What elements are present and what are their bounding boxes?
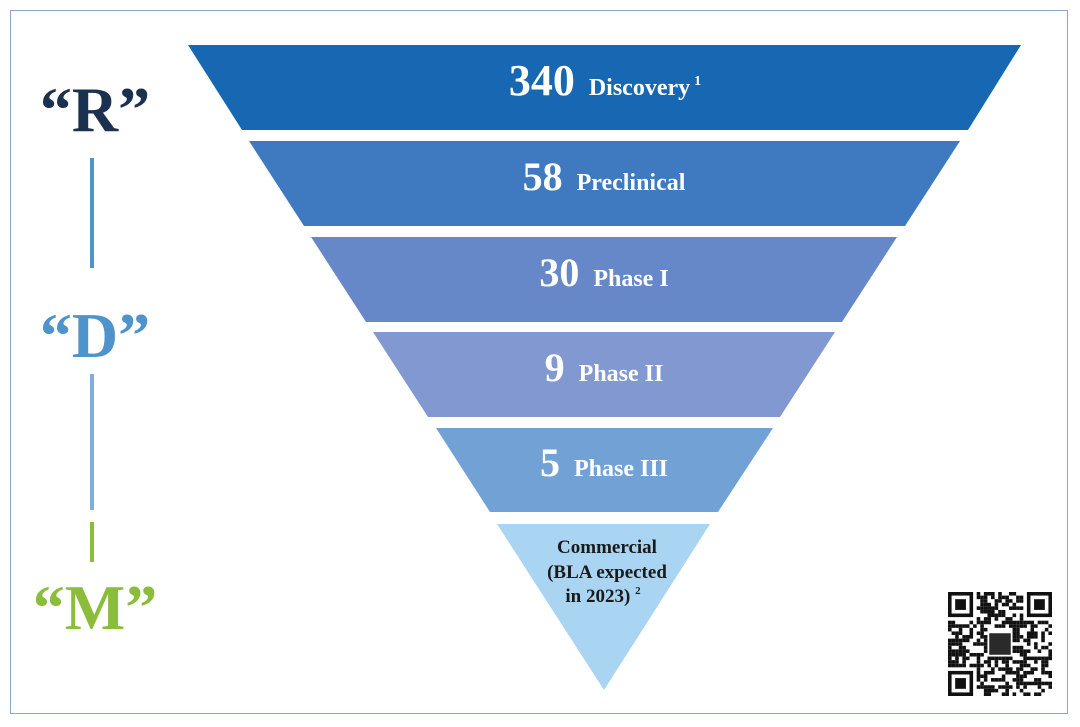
stage-label: Discovery [589,75,690,101]
stage-count: 9 [545,345,565,390]
funnel-stage-phase-3: 5 Phase III [436,428,773,512]
stage-count: 58 [523,154,563,199]
svg-text:30 Phase I: 30 Phase I [539,250,668,295]
stage-label: Phase I [593,266,668,292]
stage-label: Phase II [579,361,664,387]
funnel-stage-phase-1: 30 Phase I [311,237,897,322]
commercial-footnote: 2 [635,585,641,597]
manufacturing-label: “M” [32,572,158,643]
stage-label: Preclinical [577,170,686,196]
connector-line-r-d [90,158,94,268]
commercial-line-3: in 2023) [565,586,630,607]
svg-text:9 Phase II: 9 Phase II [545,345,664,390]
stage-footnote: 1 [694,74,701,89]
figure-frame [10,10,1068,714]
svg-text:5 Phase III: 5 Phase III [540,440,668,485]
qr-code-icon [948,592,1052,696]
stage-count: 30 [539,250,579,295]
commercial-line-2: (BLA expected [547,562,667,583]
funnel-stage-phase-2: 9 Phase II [373,332,835,417]
stage-count: 5 [540,440,560,485]
stage-count: 340 [509,56,575,105]
svg-text:340 Discovery 1: 340 Discovery 1 [509,56,701,105]
svg-text:in 2023) 2: in 2023) 2 [565,585,641,607]
commercial-line-1: Commercial [557,537,657,558]
stage-label: Phase III [574,456,668,482]
connector-line-d-m [90,374,94,510]
funnel-stage-discovery: 340 Discovery 1 [188,45,1021,130]
research-label: “R” [39,74,151,145]
funnel-stage-preclinical: 58 Preclinical [249,141,960,226]
funnel-stage-commercial: Commercial (BLA expected in 2023) 2 [497,524,710,690]
connector-line-m [90,522,94,562]
svg-text:58 Preclinical: 58 Preclinical [523,154,686,199]
development-label: “D” [39,300,151,371]
